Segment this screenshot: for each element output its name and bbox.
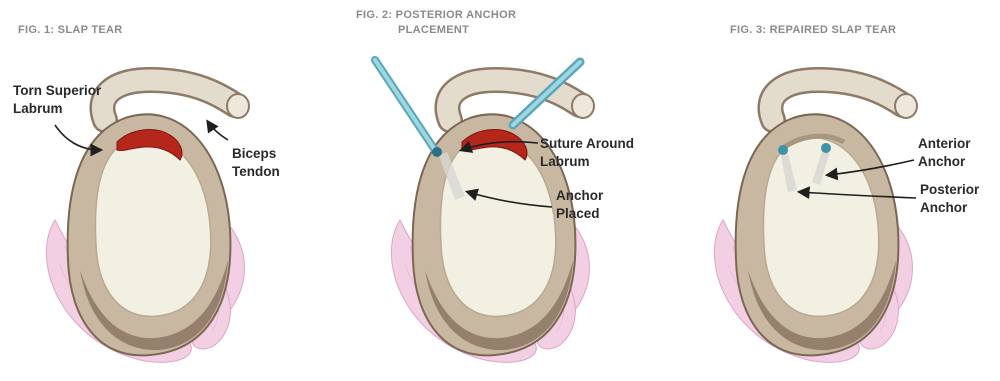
anterior-anchor-label-line2: Anchor (918, 154, 966, 169)
figure-2-title-line2: PLACEMENT (398, 24, 469, 36)
torn-superior-labrum-label-line2: Labrum (13, 101, 63, 116)
anchor-placed-label-line1: Anchor (556, 188, 604, 203)
biceps-tendon-label-line2: Tendon (232, 164, 280, 179)
anterior-anchor (821, 143, 831, 153)
suture-around-labrum-label-line2: Labrum (540, 154, 590, 169)
posterior-anchor-label-line2: Anchor (920, 200, 968, 215)
anterior-anchor-label-line1: Anterior (918, 136, 971, 151)
figure-2: FIG. 2: POSTERIOR ANCHOR PLACEMENT Sutur… (356, 9, 634, 362)
biceps-tendon-arrow (208, 122, 228, 140)
anchor-placed-label-line2: Placed (556, 206, 600, 221)
posterior-anchor-label-line1: Posterior (920, 182, 980, 197)
torn-superior-labrum-label-line1: Torn Superior (13, 83, 102, 98)
figure-1-title: FIG. 1: SLAP TEAR (18, 24, 123, 36)
anchor-head (432, 147, 442, 157)
suture-around-labrum-label-line1: Suture Around (540, 136, 634, 151)
figure-1-shoulder-illustration (46, 80, 249, 362)
figure-3-title: FIG. 3: REPAIRED SLAP TEAR (730, 24, 896, 36)
figure-1: FIG. 1: SLAP TEAR Torn Superior Labrum B… (13, 24, 280, 362)
figure-3-shoulder-illustration (714, 80, 917, 362)
biceps-tendon-label-line1: Biceps (232, 146, 276, 161)
figure-2-title-line1: FIG. 2: POSTERIOR ANCHOR (356, 9, 516, 21)
figure-3: FIG. 3: REPAIRED SLAP TEAR Anterior Anch… (714, 24, 980, 362)
posterior-anchor (778, 145, 788, 155)
